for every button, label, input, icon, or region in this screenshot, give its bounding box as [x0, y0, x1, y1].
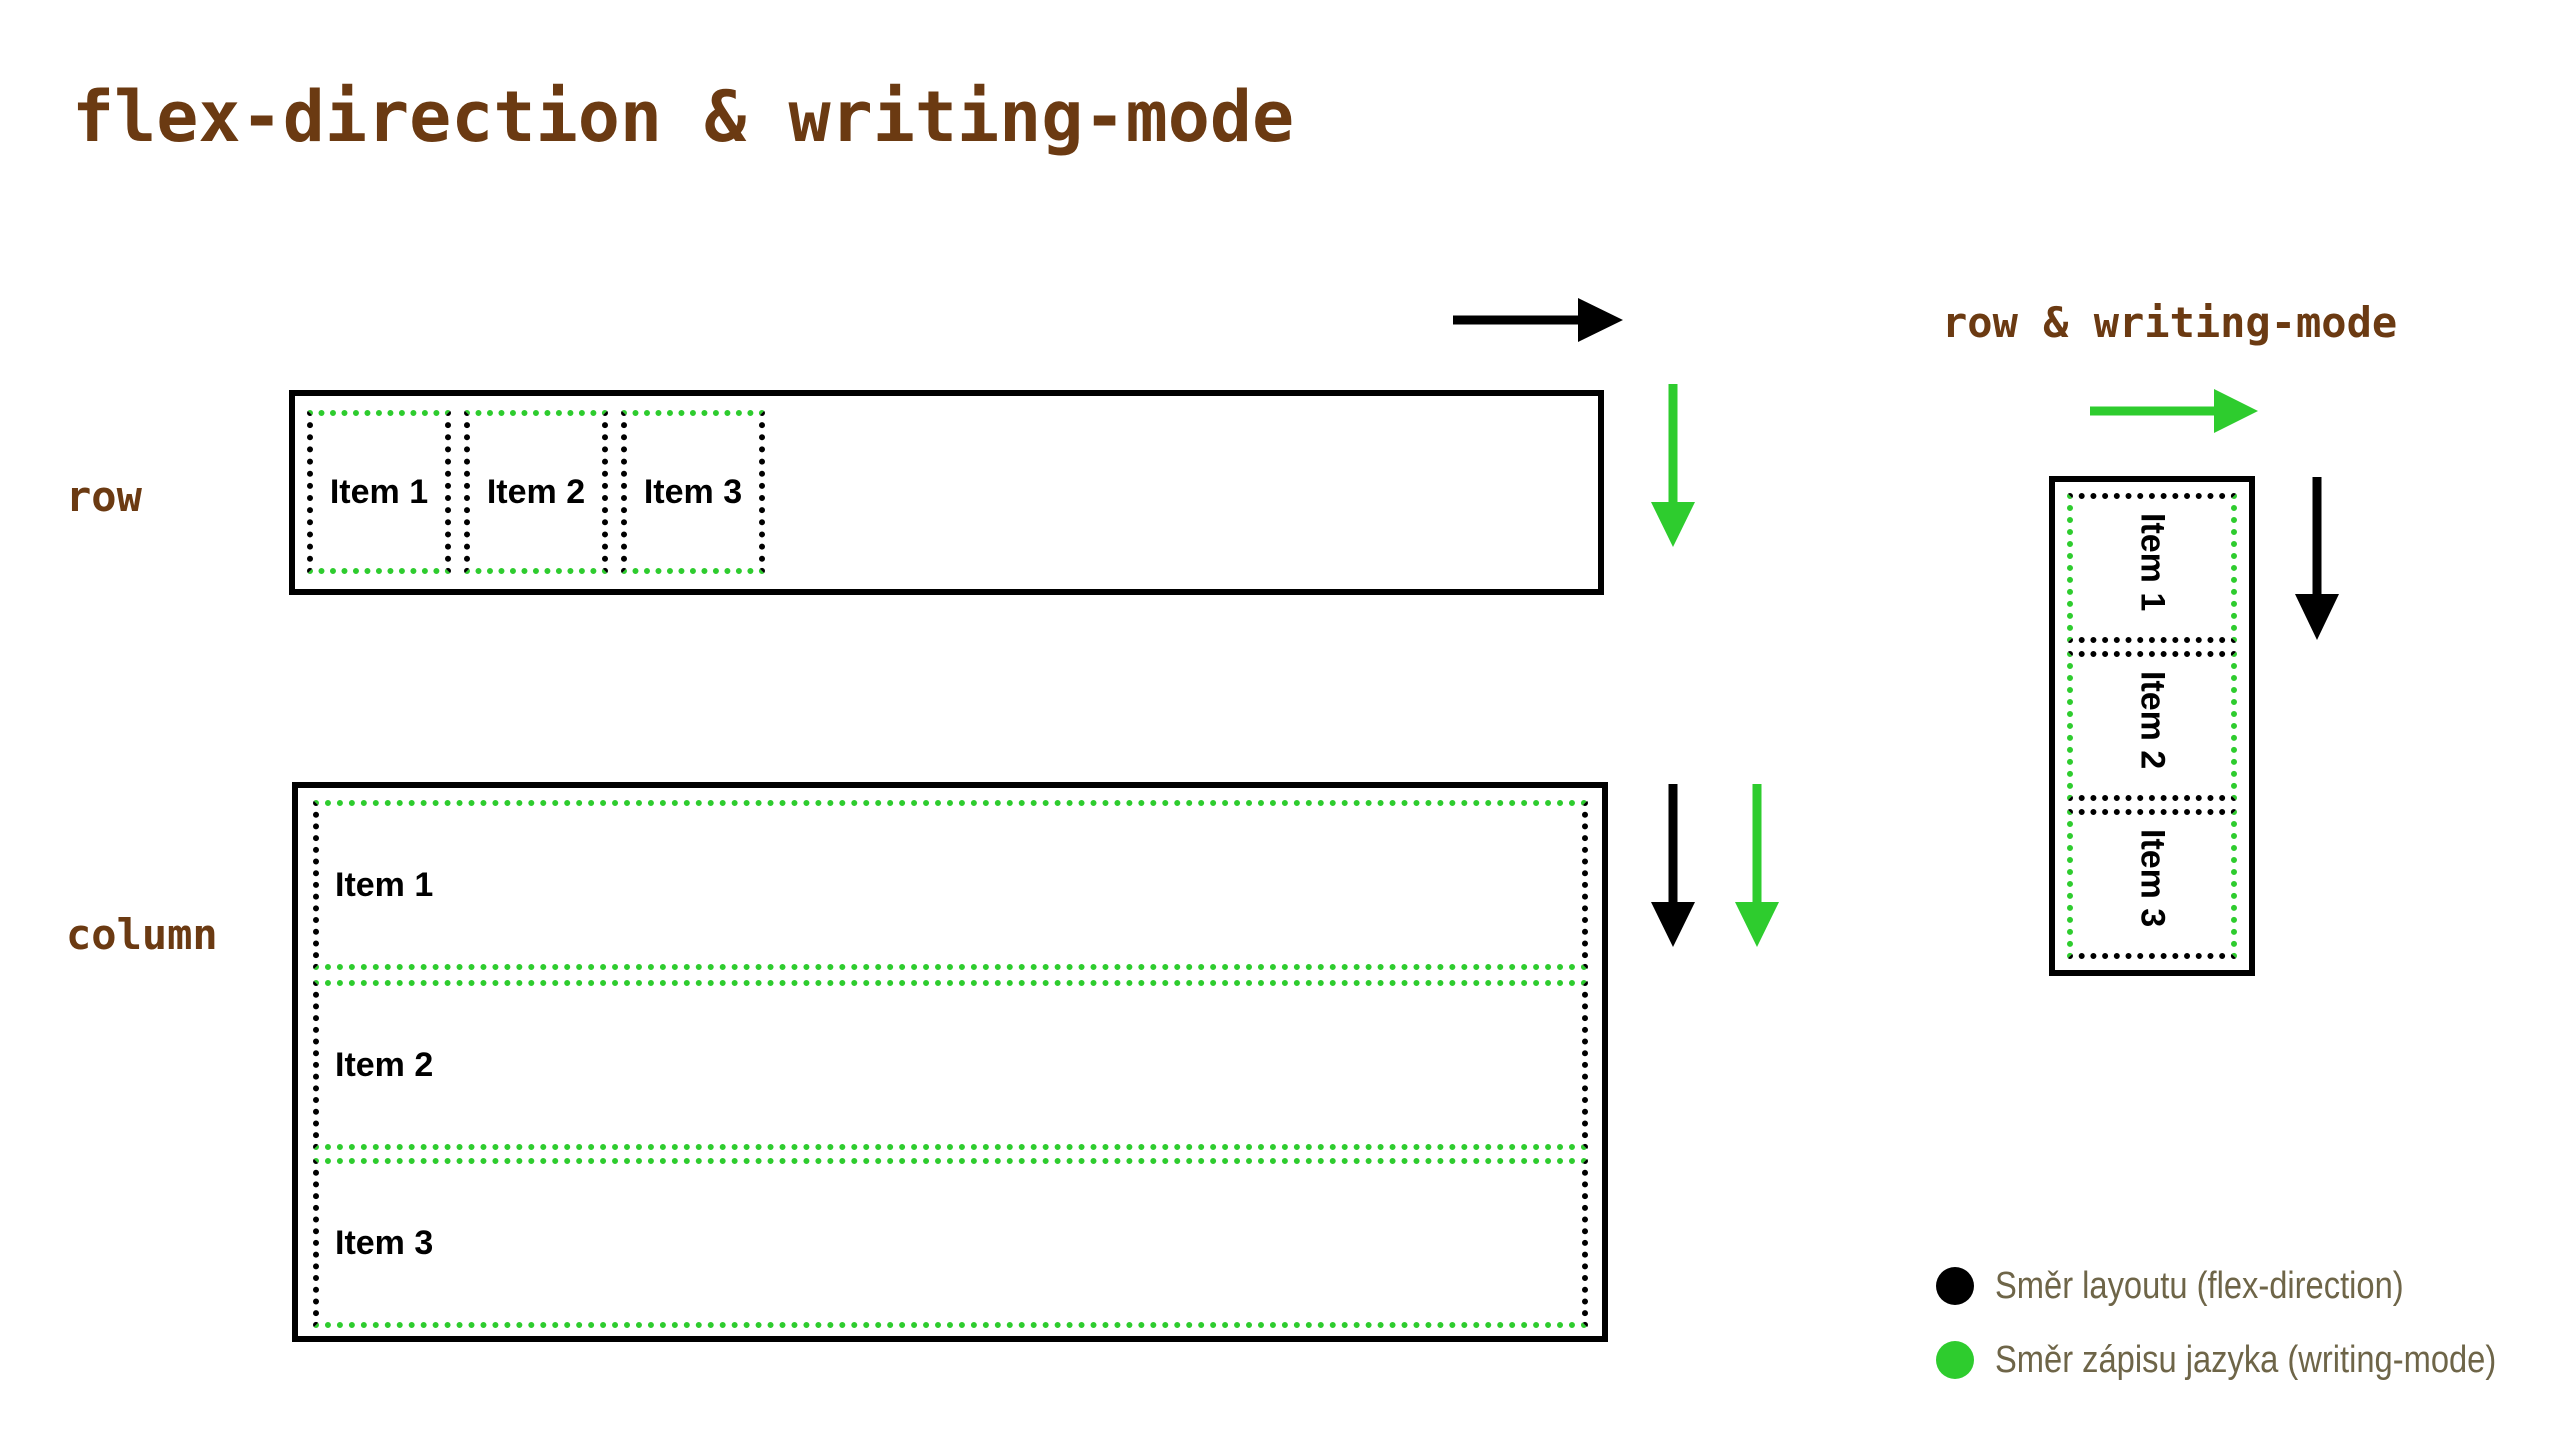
row-writing-mode-arrow-down: [1651, 384, 1695, 547]
row-item-3: Item 3: [621, 410, 765, 574]
column-item-3-label: Item 3: [335, 1223, 434, 1262]
writing-mode-item-3-label: Item 3: [2133, 829, 2172, 928]
column-flex-container: [292, 782, 1608, 1342]
diagram-title: flex-direction & writing-mode: [72, 76, 1295, 158]
row-item-2-label: Item 2: [486, 472, 586, 511]
writing-mode-item-3: Item 3: [2067, 809, 2237, 959]
column-layout-arrow-down: [1651, 784, 1695, 947]
row-item-1: Item 1: [307, 410, 451, 574]
row-layout-arrow-right: [1453, 298, 1623, 342]
column-label: column: [66, 910, 218, 959]
column-item-2-label: Item 2: [335, 1045, 434, 1084]
column-item-1-label: Item 1: [335, 865, 434, 904]
row-flex-container: [289, 390, 1604, 595]
rwm-writing-mode-arrow-right: [2090, 389, 2258, 433]
row-label: row: [66, 472, 142, 521]
column-item-2: Item 2: [313, 980, 1588, 1150]
legend-layout-text: Směr layoutu (flex-direction): [1995, 1265, 2404, 1307]
row-item-2: Item 2: [464, 410, 608, 574]
row-item-1-label: Item 1: [329, 472, 429, 511]
writing-mode-item-2: Item 2: [2067, 651, 2237, 801]
legend-dot-writing-mode: [1936, 1341, 1974, 1379]
legend-writing-mode-text: Směr zápisu jazyka (writing-mode): [1995, 1339, 2497, 1381]
row-item-3-label: Item 3: [643, 472, 743, 511]
writing-mode-flex-container: [2049, 476, 2255, 976]
writing-mode-item-2-label: Item 2: [2133, 671, 2172, 770]
column-writing-mode-arrow-down: [1735, 784, 1779, 947]
column-item-3: Item 3: [313, 1158, 1588, 1328]
column-item-1: Item 1: [313, 800, 1588, 970]
writing-mode-item-1: Item 1: [2067, 493, 2237, 643]
writing-mode-item-1-label: Item 1: [2133, 513, 2172, 612]
legend-dot-layout: [1936, 1267, 1974, 1305]
rwm-layout-arrow-down: [2295, 477, 2339, 640]
row-writing-mode-label: row & writing-mode: [1942, 298, 2398, 347]
